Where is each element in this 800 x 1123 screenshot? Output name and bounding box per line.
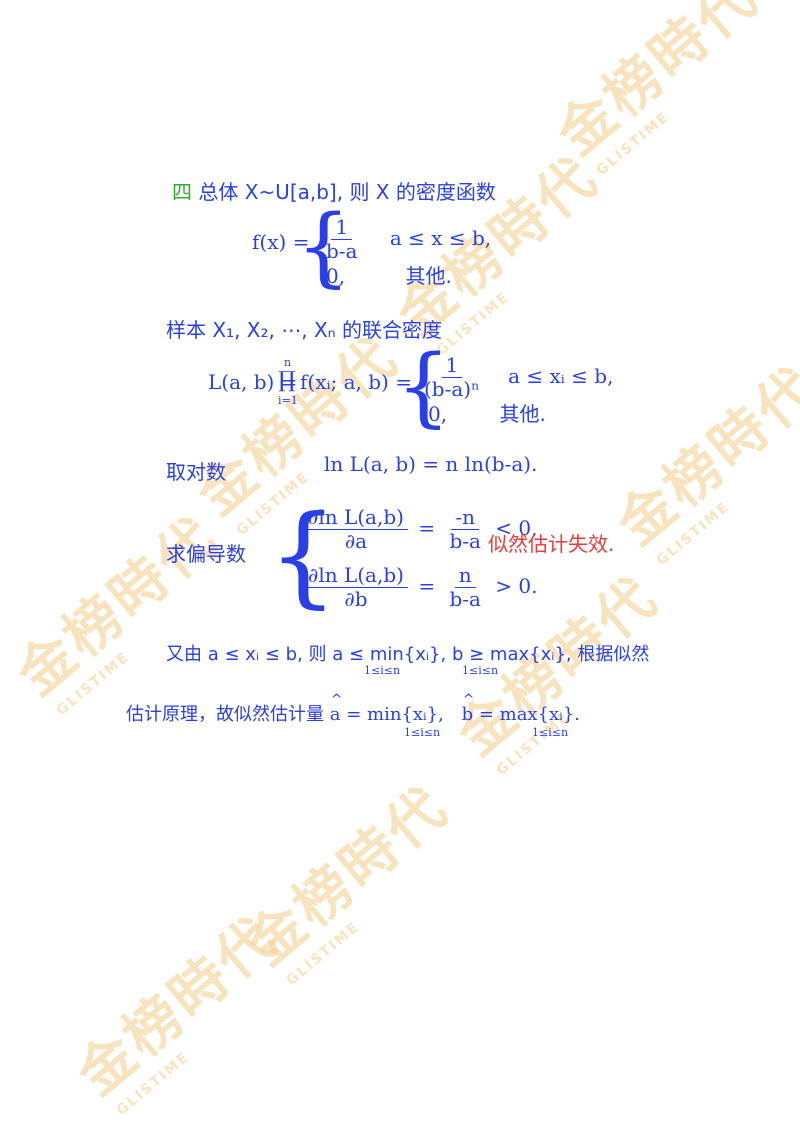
conclusion-text: 估计原理，故似然估计量 [126,704,324,725]
brace: { [396,337,451,437]
conclusion-sub-4: 1≤i≤n [532,726,569,739]
intro-text: 总体 X~U[a,b], 则 X 的密度函数 [198,180,496,204]
b-hat-value: = max{xᵢ}. [478,704,580,725]
sample-intro: 样本 X₁, X₂, ⋯, Xₙ 的联合密度 [166,318,442,342]
b-hat: b [462,692,474,725]
conclusion-sub-3: 1≤i≤n [404,726,441,739]
product-symbol: ∏ [278,368,296,393]
likelihood-fraction: 1(b-a)ⁿ [424,353,480,401]
conclusion-sub-2: 1≤i≤n [462,664,499,677]
product-bottom: i=1 [278,394,298,407]
conclusion-line-2: 估计原理，故似然估计量 a = min{xᵢ}, b = max{xᵢ}. [126,692,580,726]
derivative-b-tail: > 0. [495,574,538,598]
likelihood-row-1: 1(b-a)ⁿ a ≤ xᵢ ≤ b, [416,354,613,401]
likelihood-mid: f(xᵢ; a, b) = [300,370,412,394]
a-hat: a [330,692,342,725]
pdf-cond1: a ≤ x ≤ b, [389,226,492,250]
pdf-lhs: f(x) = [252,230,310,254]
derivative-b-eq: = [418,574,436,598]
derivative-b-lhs: ∂ln L(a,b)∂b [304,564,408,611]
likelihood-cond1: a ≤ xᵢ ≤ b, [508,364,614,388]
brace: { [268,491,338,619]
a-hat-value: = min{xᵢ}, [346,704,444,725]
derivative-a-eq: = [418,516,436,540]
pdf-cond2: 其他. [405,264,452,288]
derivative-a-tail: < 0, [495,516,538,540]
product-top: n [284,356,292,369]
pdf-row-2: 0, 其他. [326,260,452,289]
derivative-note: 似然估计失效. [488,532,615,556]
log-label: 取对数 [166,460,226,484]
likelihood-zero: 0, [428,402,448,426]
pdf-zero: 0, [326,264,346,288]
log-equation: ln L(a, b) = n ln(b-a). [324,452,538,476]
derivative-label: 求偏导数 [166,542,246,566]
likelihood-cond2: 其他. [499,402,546,426]
brace: { [296,197,351,297]
likelihood-lhs: L(a, b) = [208,370,298,394]
conclusion-sub-1: 1≤i≤n [364,664,401,677]
intro-line: 四 总体 X~U[a,b], 则 X 的密度函数 [172,176,496,205]
section-marker: 四 [172,180,192,204]
conclusion-line-1: 又由 a ≤ xᵢ ≤ b, 则 a ≤ min{xᵢ}, b ≥ max{xᵢ… [166,644,650,665]
likelihood-row-2: 0, 其他. [428,398,546,427]
derivative-a-lhs: ∂ln L(a,b)∂a [304,506,408,553]
